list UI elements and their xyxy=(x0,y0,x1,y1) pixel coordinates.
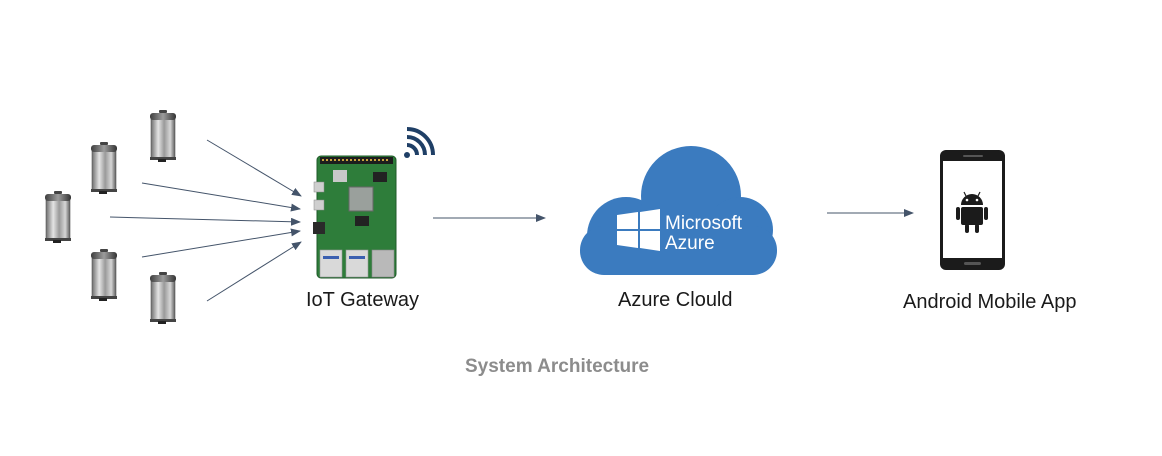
wifi-signal-icon xyxy=(404,127,435,158)
trash-can-icon xyxy=(149,271,177,325)
bin-to-gateway-arrows xyxy=(109,139,302,302)
azure-cloud-icon: Microsoft Azure xyxy=(580,146,777,275)
app-label: Android Mobile App xyxy=(903,291,1077,313)
arrow xyxy=(206,139,302,197)
android-robot-icon xyxy=(956,191,988,233)
cloud-logo-line2: Azure xyxy=(665,233,715,254)
trash-can-icon xyxy=(90,248,118,302)
arrow xyxy=(109,216,301,226)
arrow xyxy=(141,228,301,258)
trash-can-icon xyxy=(44,190,72,244)
windows-logo-icon xyxy=(617,209,660,251)
arrow xyxy=(141,182,301,212)
android-phone-icon xyxy=(940,150,1005,270)
gateway-label: IoT Gateway xyxy=(306,289,420,311)
cloud-label: Azure Clould xyxy=(618,289,733,311)
raspberry-pi-board-icon xyxy=(313,155,397,279)
trash-can-icon xyxy=(90,141,118,195)
cloud-logo-line1: Microsoft xyxy=(665,213,743,234)
arrow xyxy=(206,241,302,302)
trash-can-icon xyxy=(149,109,177,163)
diagram-caption: System Architecture xyxy=(465,356,650,377)
